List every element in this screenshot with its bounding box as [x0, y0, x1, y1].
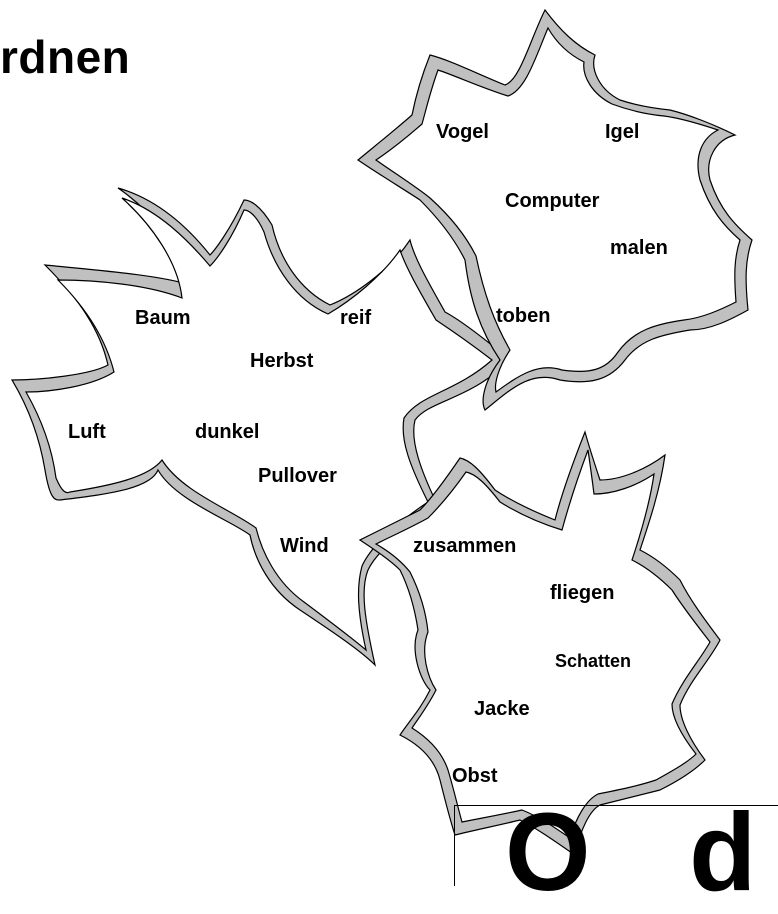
answer-box	[454, 805, 778, 886]
bottom-leaf-shape	[358, 430, 721, 856]
bottom-leaf-inner	[374, 449, 711, 839]
word-reif: reif	[340, 307, 372, 329]
word-obst: Obst	[452, 765, 498, 787]
answer-box-letters: O d	[505, 791, 778, 914]
word-zusammen: zusammen	[413, 535, 517, 557]
word-vogel: Vogel	[436, 121, 489, 143]
word-wind: Wind	[280, 535, 329, 557]
word-computer: Computer	[505, 190, 600, 212]
word-herbst: Herbst	[250, 350, 314, 372]
top-right-leaf-inner	[374, 26, 741, 394]
word-toben: toben	[496, 305, 551, 327]
top-right-leaf-shape	[357, 8, 753, 411]
word-malen: malen	[610, 237, 668, 259]
word-dunkel: dunkel	[195, 421, 260, 443]
word-fliegen: fliegen	[550, 582, 615, 604]
page-title: rdnen	[0, 31, 131, 83]
leaf-illustrations	[10, 8, 753, 856]
word-pullover: Pullover	[258, 465, 337, 487]
word-luft: Luft	[68, 421, 106, 443]
word-jacke: Jacke	[474, 698, 530, 720]
word-baum: Baum	[135, 307, 191, 329]
word-schatten: Schatten	[555, 651, 632, 671]
word-igel: Igel	[605, 121, 640, 143]
